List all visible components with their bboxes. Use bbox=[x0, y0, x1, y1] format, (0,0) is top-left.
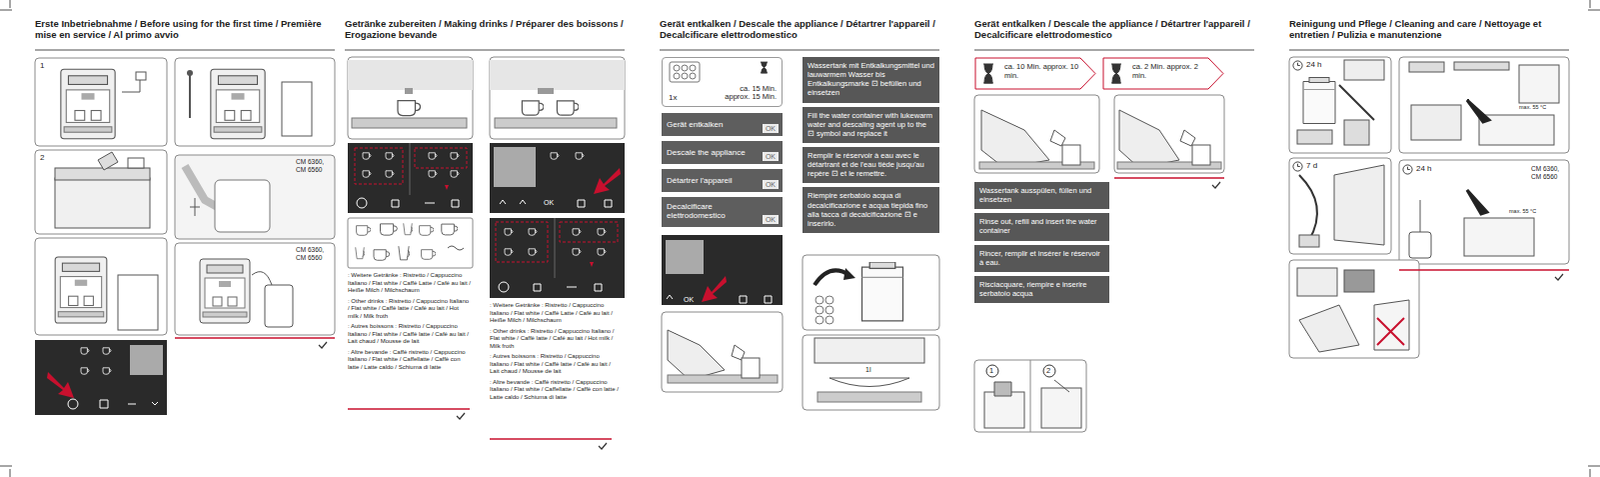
display-key: OK bbox=[543, 198, 554, 207]
box-text: Fill the water container with lukewarm w… bbox=[807, 110, 935, 138]
box-text: Rincer, remplir et insérer le réservoir … bbox=[979, 248, 1105, 267]
step-number: 2 bbox=[39, 152, 44, 163]
banner-outline bbox=[975, 57, 1096, 89]
column-heading: Reinigung und Pflege / Cleaning and care… bbox=[1289, 18, 1570, 41]
volume-mark: 1l bbox=[865, 365, 871, 374]
instruction-box: Wassertank mit Entkalkungsmittel und lau… bbox=[802, 56, 940, 103]
step-number: 1 bbox=[989, 365, 994, 375]
interval: 24 h bbox=[1306, 59, 1323, 70]
step-number: 1 bbox=[39, 60, 44, 71]
drinks-note: : Other drinks : Ristretto / Cappuccino … bbox=[347, 297, 471, 321]
menu-item: Descale the applianceOK bbox=[661, 140, 783, 164]
drinks-note: : Other drinks : Ristretto / Cappuccino … bbox=[489, 327, 620, 351]
ok-button: OK bbox=[762, 179, 779, 189]
instruction-box: Rinse out, refill and insert the water c… bbox=[974, 212, 1110, 240]
column-heading: Erste Inbetriebnahme / Before using for … bbox=[34, 18, 335, 41]
box-text: ca. 15 Min. approx. 15 Min. bbox=[718, 84, 777, 102]
instruction-box: Risciacquare, riempire e inserire serbat… bbox=[974, 275, 1110, 303]
column-heading: Gerät entkalken / Descale the appliance … bbox=[659, 18, 942, 41]
hourglass-icon bbox=[983, 63, 994, 83]
ok-button: OK bbox=[762, 151, 779, 161]
instruction-box: Wassertank ausspülen, füllen und einsetz… bbox=[974, 181, 1110, 209]
menu-item: Gerät entkalkenOK bbox=[661, 112, 783, 136]
box-text: Descale the appliance bbox=[666, 147, 759, 161]
box-text: Rinse out, refill and insert the water c… bbox=[979, 216, 1105, 235]
box-text: Remplir le réservoir à eau avec le détar… bbox=[807, 150, 935, 178]
box-text: Détartrer l'appareil bbox=[666, 175, 759, 189]
drinks-note: : Altre bevande : Caffè ristretto / Capp… bbox=[489, 378, 620, 402]
banner-outline bbox=[1103, 57, 1224, 89]
ok-button: OK bbox=[762, 123, 779, 133]
banner-shape bbox=[1102, 56, 1225, 90]
box-text: ca. 10 Min. approx. 10 min. bbox=[1004, 61, 1081, 80]
interval: 7 d bbox=[1306, 160, 1318, 171]
instruction-box: Fill the water container with lukewarm w… bbox=[802, 106, 940, 143]
time-banner: ca. 2 Min. approx. 2 min. bbox=[1102, 56, 1225, 90]
model-note: CM 6360, CM 6560 bbox=[295, 245, 333, 262]
box-text: 1x bbox=[668, 92, 677, 102]
temperature-note: max. 55 °C bbox=[1509, 207, 1537, 215]
box-text: Gerät entkalken bbox=[666, 119, 759, 133]
instruction-box: Rincer, remplir et insérer le réservoir … bbox=[974, 244, 1110, 272]
model-note: CM 6360, CM 6560 bbox=[295, 157, 333, 174]
model-note: CM 6360, CM 6560 bbox=[1531, 164, 1568, 181]
interval: 24 h bbox=[1416, 163, 1433, 174]
menu-item: Decalcificare elettrodomesticoOK bbox=[661, 196, 783, 227]
timer-panel: 1x ca. 15 Min. approx. 15 Min. bbox=[661, 56, 783, 107]
time-banner: ca. 10 Min. approx. 10 min. bbox=[974, 56, 1097, 90]
temperature-note: max. 55 °C bbox=[1519, 103, 1547, 111]
box-text: Risciacquare, riempire e inserire serbat… bbox=[979, 279, 1105, 298]
drinks-note: : Autres boissons : Ristretto / Cappucci… bbox=[489, 352, 620, 376]
display-key: OK bbox=[683, 295, 694, 304]
drinks-note: : Altre bevande : Caffè ristretto / Capp… bbox=[347, 348, 471, 372]
box-text: Wassertank mit Entkalkungsmittel und lau… bbox=[807, 60, 935, 98]
drinks-note: : Weitere Getränke : Ristretto / Cappucc… bbox=[347, 271, 471, 295]
ok-button: OK bbox=[762, 214, 779, 224]
instruction-box: Riempire serbatoio acqua di decalcificaz… bbox=[802, 186, 940, 233]
box-text: Wassertank ausspülen, füllen und einsetz… bbox=[979, 185, 1105, 204]
instruction-box: Remplir le réservoir à eau avec le détar… bbox=[802, 146, 940, 183]
column-heading: Getränke zubereiten / Making drinks / Pr… bbox=[344, 18, 625, 41]
drinks-note: : Autres boissons : Ristretto / Cappucci… bbox=[347, 322, 471, 346]
drinks-note: : Weitere Getränke : Ristretto / Cappucc… bbox=[489, 301, 620, 325]
box-text: ca. 2 Min. approx. 2 min. bbox=[1132, 61, 1209, 80]
menu-item: Détartrer l'appareilOK bbox=[661, 168, 783, 192]
step-number: 2 bbox=[1046, 365, 1051, 375]
box-text: Decalcificare elettrodomestico bbox=[666, 201, 759, 224]
column-heading: Gerät entkalken / Descale the appliance … bbox=[974, 18, 1257, 41]
box-text: Riempire serbatoio acqua di decalcificaz… bbox=[807, 190, 935, 228]
hourglass-icon bbox=[1111, 63, 1122, 83]
banner-shape bbox=[974, 56, 1097, 90]
